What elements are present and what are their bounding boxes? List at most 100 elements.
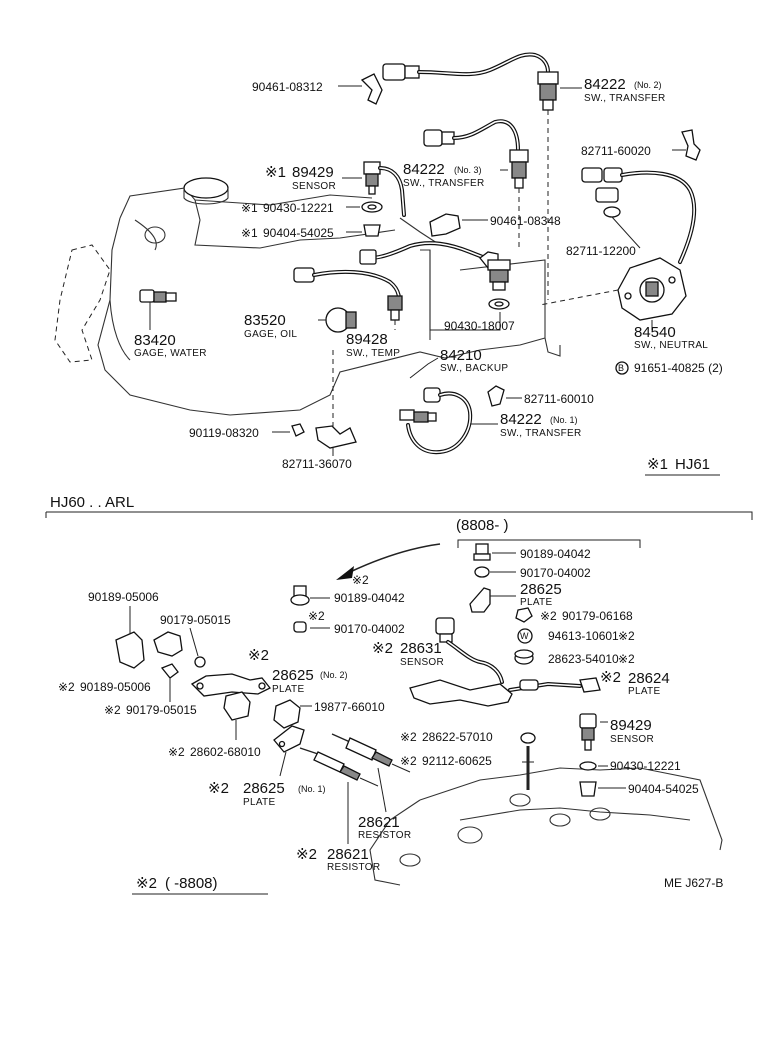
- label-28621-b-desc: RESISTOR: [327, 862, 380, 873]
- footnote-range: ( -8808): [165, 875, 218, 892]
- holder-28602-68010: [223, 691, 251, 740]
- label-84210-number: 84210: [440, 347, 482, 364]
- neutral-switch-84540: [539, 257, 687, 330]
- plate-28625-no2: [190, 673, 272, 697]
- label-90170-04002-b: 90170-04002: [334, 622, 405, 636]
- label-90404-54025: 90404-54025: [263, 226, 334, 240]
- label-94613-10601-mark: ※2: [618, 629, 635, 643]
- temp-switch-89428: [293, 267, 403, 330]
- hj61-label: HJ61: [675, 456, 710, 473]
- label-82711-60020: 82711-60020: [581, 144, 651, 158]
- oil-filler-cap: [183, 177, 229, 205]
- label-90404-54025-mark: ※1: [241, 226, 258, 240]
- bracket-left-assembly: [115, 631, 206, 669]
- label-90189-05006-b-mark: ※2: [58, 680, 75, 694]
- label-92112-60625: 92112-60625: [422, 754, 492, 768]
- section-bracket: [45, 511, 753, 520]
- label-28625-no2-number: 28625: [272, 667, 314, 684]
- label-28625-a-desc: PLATE: [520, 597, 552, 608]
- label-83520-number: 83520: [244, 312, 286, 329]
- label-28624-mark: ※2: [600, 669, 621, 686]
- label-90189-05006-a: 90189-05006: [88, 590, 159, 604]
- plate-28625-no1: [273, 725, 305, 777]
- engine-block-top-outline: [97, 187, 561, 416]
- label-90430-12221-mark: ※1: [241, 201, 258, 215]
- label-89429-number: 89429: [292, 164, 334, 181]
- clamp-90461-08348: [429, 213, 488, 237]
- label-82711-12200: 82711-12200: [566, 244, 636, 258]
- label-90179-06168: 90179-06168: [562, 609, 633, 623]
- water-gage-83420: [139, 289, 177, 330]
- label-28602-68010: 28602-68010: [190, 745, 261, 759]
- clamp-82711-60020: [672, 129, 701, 161]
- label-28631-desc: SENSOR: [400, 657, 444, 668]
- label-28624-number: 28624: [628, 670, 670, 687]
- label-90461-08312: 90461-08312: [252, 80, 323, 94]
- label-92112-60625-mark: ※2: [400, 754, 417, 768]
- label-90189-04042-b: 90189-04042: [334, 591, 405, 605]
- label-91651-40825: 91651-40825 (2): [634, 361, 723, 375]
- label-84540-number: 84540: [634, 324, 676, 341]
- label-28631-mark: ※2: [372, 640, 393, 657]
- plate-28625-a: [469, 587, 516, 613]
- label-90189-04042-a: 90189-04042: [520, 547, 591, 561]
- label-89429-desc: SENSOR: [292, 181, 336, 192]
- arrow-mark: ※2: [352, 573, 369, 587]
- label-83420-desc: GAGE, WATER: [134, 348, 207, 359]
- label-90170-04002-b-mark: ※2: [308, 609, 325, 623]
- washer-90170-04002-a: [474, 566, 516, 578]
- label-90170-04002-a: 90170-04002: [520, 566, 591, 580]
- label-84222-no1-number: 84222: [500, 411, 542, 428]
- transfer-switch-no1: [399, 387, 498, 455]
- label-89429-bottom-number: 89429: [610, 717, 652, 734]
- label-28625-a-number: 28625: [520, 581, 562, 598]
- label-28623-54010-mark: ※2: [618, 652, 635, 666]
- date-range-bracket: [457, 539, 641, 548]
- label-90430-18007: 90430-18007: [444, 319, 515, 333]
- sensor-28631: [409, 617, 601, 707]
- label-84222-no3-desc: SW., TRANSFER: [403, 178, 485, 189]
- label-84540-desc: SW., NEUTRAL: [634, 340, 708, 351]
- nut-90179-06168: [515, 607, 533, 623]
- backup-switch-84210: [429, 250, 511, 331]
- nut-90179-05015-b: [160, 663, 179, 702]
- label-84222-no3-number: 84222: [403, 161, 445, 178]
- insulator-19877-66010: [273, 699, 312, 729]
- bolt-91651-40825: [615, 361, 629, 375]
- washer-90170-04002-b: [293, 621, 330, 633]
- label-28621-a-number: 28621: [358, 814, 400, 831]
- label-94613-10601: 94613-10601: [548, 629, 619, 643]
- transfer-switch-no2: [382, 52, 582, 300]
- label-19877-66010: 19877-66010: [314, 700, 385, 714]
- label-28625-no1-mark: ※2: [208, 780, 229, 797]
- label-82711-60010: 82711-60010: [524, 392, 594, 406]
- transfer-switch-no3: [423, 119, 529, 250]
- label-90179-06168-mark: ※2: [540, 609, 557, 623]
- sensor-89429-top: [342, 161, 406, 237]
- stud-92112-60625: [520, 732, 536, 790]
- screw-90119-08320: [272, 423, 305, 437]
- clamp-82711-60010: [487, 385, 522, 407]
- label-28624-desc: PLATE: [628, 686, 660, 697]
- label-90461-08348: 90461-08348: [490, 214, 561, 228]
- label-83420-number: 83420: [134, 332, 176, 349]
- dashed-engine-silhouette: [54, 244, 111, 363]
- label-28621-a-desc: RESISTOR: [358, 830, 411, 841]
- harness-82711-12200: [581, 167, 697, 264]
- label-84222-no3-sub: (No. 3): [454, 165, 482, 175]
- section-hj60-label: HJ60 . . ARL: [50, 494, 134, 511]
- grommet-28623-54010: [514, 649, 534, 665]
- label-90404-54025-bottom: 90404-54025: [628, 782, 699, 796]
- label-28631-number: 28631: [400, 640, 442, 657]
- sensor-89429-bottom: [579, 713, 626, 797]
- label-28625-no1-sub: (No. 1): [298, 784, 326, 794]
- label-84222-no1-desc: SW., TRANSFER: [500, 428, 582, 439]
- label-89429-bottom-desc: SENSOR: [610, 734, 654, 745]
- label-28622-57010: 28622-57010: [422, 730, 493, 744]
- clamp-90461-08312: [338, 73, 383, 105]
- label-90119-08320: 90119-08320: [189, 426, 259, 440]
- label-28625-no2-mark: ※2: [248, 647, 269, 664]
- label-89429-mark: ※1: [265, 164, 286, 181]
- label-28622-57010-mark: ※2: [400, 730, 417, 744]
- label-28625-no2-desc: PLATE: [272, 684, 304, 695]
